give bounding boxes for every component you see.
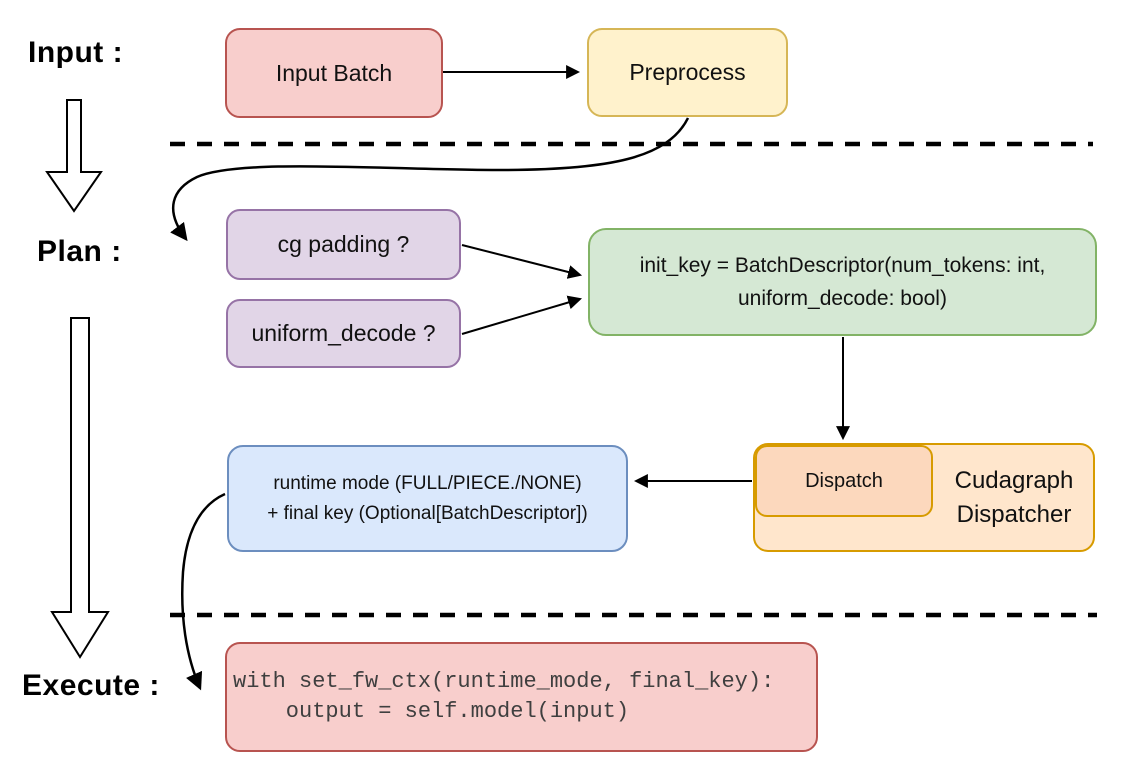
- node-preprocess: Preprocess: [587, 28, 788, 117]
- stage-label-plan: Plan :: [37, 235, 122, 268]
- node-runtime-line2: + final key (Optional[BatchDescriptor]): [267, 502, 588, 524]
- node-cudagraph-dispatcher-label: Cudagraph Dispatcher: [933, 443, 1095, 552]
- node-input-batch-label: Input Batch: [275, 59, 393, 86]
- hollow-arrow-input-to-plan: [47, 100, 101, 211]
- cudagraph-label-line1: Cudagraph: [954, 466, 1074, 494]
- node-uniform-decode: uniform_decode ?: [226, 299, 461, 368]
- node-init-key-line2: uniform_decode: bool): [738, 287, 947, 310]
- node-dispatch: Dispatch: [755, 445, 933, 517]
- node-cg-padding-label: cg padding ?: [277, 231, 410, 257]
- stage-label-input: Input :: [28, 36, 124, 69]
- stage-label-execute: Execute :: [22, 669, 160, 702]
- node-cg-padding: cg padding ?: [226, 209, 461, 280]
- node-dispatch-label: Dispatch: [805, 469, 883, 492]
- node-runtime-line1: runtime mode (FULL/PIECE./NONE): [273, 472, 582, 494]
- cudagraph-label-line2: Dispatcher: [956, 500, 1072, 528]
- arrow-cg-padding-to-init-key: [462, 245, 583, 279]
- node-runtime-mode-result: runtime mode (FULL/PIECE./NONE) + final …: [227, 445, 628, 552]
- node-init-key: init_key = BatchDescriptor(num_tokens: i…: [588, 228, 1097, 336]
- arrow-runtime-mode-to-execute-code: [182, 494, 225, 691]
- node-preprocess-label: Preprocess: [629, 59, 746, 85]
- arrow-uniform-decode-to-init-key: [462, 295, 583, 334]
- node-uniform-decode-label: uniform_decode ?: [251, 320, 436, 346]
- node-init-key-line1: init_key = BatchDescriptor(num_tokens: i…: [639, 254, 1046, 277]
- hollow-arrow-plan-to-execute: [52, 318, 108, 657]
- code-line2: output = self.model(input): [233, 699, 630, 724]
- code-line1: with set_fw_ctx(runtime_mode, final_key)…: [233, 669, 775, 694]
- node-input-batch: Input Batch: [225, 28, 443, 118]
- node-execute-code: with set_fw_ctx(runtime_mode, final_key)…: [225, 642, 818, 752]
